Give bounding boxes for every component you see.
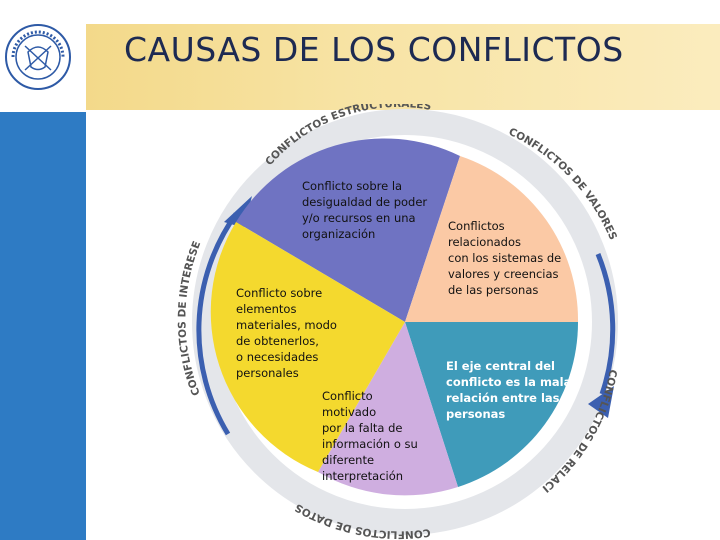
- outer-ring: [192, 109, 618, 535]
- slice-interests-text: Conflicto sobre elementos materiales, mo…: [236, 286, 337, 380]
- conflict-causes-diagram: CONFLICTOS ESTRUCTURALES CONFLICTOS DE V…: [140, 104, 619, 540]
- arrow-left-arc: [196, 212, 239, 436]
- page-title: CAUSAS DE LOS CONFLICTOS: [124, 30, 624, 69]
- slice-relation: [405, 322, 579, 487]
- arrow-right-arc: [595, 253, 616, 395]
- ring-arrows: [196, 212, 616, 436]
- slice-data-text: Conflicto motivado por la falta de infor…: [322, 389, 418, 483]
- slice-relation-text: El eje central del conflicto es la mala …: [446, 359, 572, 421]
- arrow-head-right-icon: [588, 386, 614, 418]
- slice-values-text: Conflictos relacionados con los sistemas…: [448, 219, 562, 297]
- slice-structural-text: Conflicto sobre la desigualdad de poder …: [302, 179, 428, 241]
- guatemala-seal-logo: [5, 24, 71, 90]
- slice-data: [318, 322, 458, 496]
- title-band: [86, 24, 720, 110]
- logo-area: [0, 0, 86, 112]
- slice-interests: [210, 222, 405, 472]
- slice-values: [405, 156, 579, 322]
- ring-label-interests: CONFLICTOS DE INTERESES: [140, 104, 203, 397]
- slice-structural: [236, 138, 460, 322]
